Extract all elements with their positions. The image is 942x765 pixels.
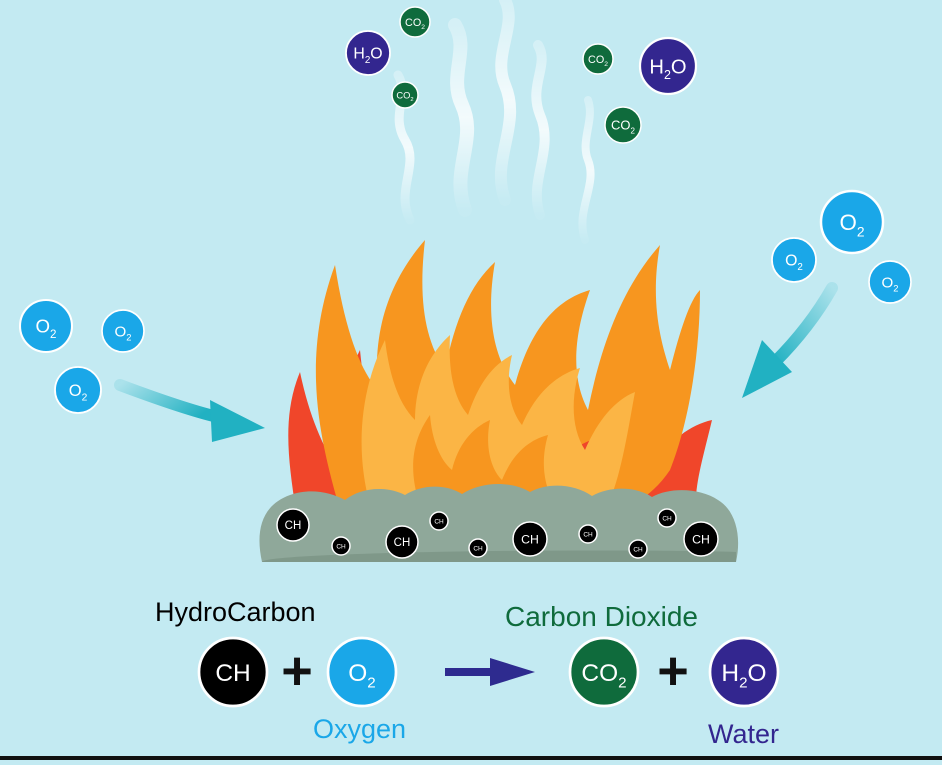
svg-text:CH: CH <box>662 515 672 522</box>
svg-text:H2O: H2O <box>721 660 766 692</box>
svg-text:O2: O2 <box>348 660 375 692</box>
ch-particle-8: CH <box>628 539 648 559</box>
svg-text:H2O: H2O <box>353 46 382 66</box>
svg-text:+: + <box>281 641 313 701</box>
o2-molecule-left-1: O2 <box>18 298 74 354</box>
svg-text:CH: CH <box>692 532 710 546</box>
co2-molecule-top-3: CO2 <box>582 43 614 75</box>
svg-text:CH: CH <box>434 518 444 525</box>
svg-text:O2: O2 <box>69 381 88 404</box>
o2-molecule-right-3: O2 <box>868 260 912 304</box>
svg-text:CH: CH <box>394 537 411 549</box>
ch-particle-2: CH <box>331 536 351 556</box>
smoke-wisps <box>393 0 595 244</box>
svg-text:O2: O2 <box>35 316 56 341</box>
bottom-border <box>0 756 942 760</box>
svg-text:CH: CH <box>583 531 593 538</box>
svg-text:O2: O2 <box>882 274 899 293</box>
ch-particle-6: CH <box>512 521 548 557</box>
ch-particle-7: CH <box>578 524 598 544</box>
ch-particle-5: CH <box>468 538 488 558</box>
h2o-molecule-top-right: H2O <box>638 36 698 96</box>
equation-h2o-molecule: H2O <box>708 636 780 708</box>
svg-text:+: + <box>657 641 689 701</box>
o2-molecule-left-3: O2 <box>54 366 102 414</box>
equation-ch-molecule: CH <box>197 636 269 708</box>
ch-particle-9: CH <box>657 508 677 528</box>
svg-text:CH: CH <box>473 545 483 552</box>
o2-molecule-right-1: O2 <box>819 189 885 255</box>
ch-particle-4: CH <box>429 511 449 531</box>
oxygen-inflow-arrow-right <box>742 282 838 398</box>
ch-particle-1: CH <box>276 508 310 542</box>
svg-text:H2O: H2O <box>649 56 686 82</box>
o2-molecule-left-2: O2 <box>101 309 145 353</box>
svg-text:CH: CH <box>215 660 250 687</box>
equation-o2-molecule: O2 <box>326 636 398 708</box>
ch-particle-10: CH <box>683 521 719 557</box>
svg-text:CO2: CO2 <box>581 660 626 692</box>
equation-plus-1: + <box>281 641 313 701</box>
equation-arrow <box>445 658 535 686</box>
fire-flames <box>288 240 712 525</box>
o2-molecule-right-2: O2 <box>771 237 817 283</box>
h2o-molecule-top-left: H2O <box>345 30 391 76</box>
ch-particle-3: CH <box>385 525 419 559</box>
water-label: Water <box>708 719 780 749</box>
svg-text:CH: CH <box>336 543 346 550</box>
co2-molecule-top-2: CO2 <box>391 81 419 109</box>
svg-text:O2: O2 <box>785 253 803 273</box>
svg-text:CO2: CO2 <box>611 118 635 136</box>
coal-bed <box>259 483 739 562</box>
oxygen-inflow-arrow-left <box>114 379 265 442</box>
carbon-dioxide-label: Carbon Dioxide <box>505 601 698 632</box>
hydrocarbon-label: HydroCarbon <box>155 597 316 627</box>
svg-text:CH: CH <box>633 546 643 553</box>
svg-text:CO2: CO2 <box>396 90 413 103</box>
svg-text:CO2: CO2 <box>588 54 608 68</box>
co2-molecule-top-1: CO2 <box>399 6 431 38</box>
svg-text:O2: O2 <box>115 323 132 342</box>
oxygen-label: Oxygen <box>313 714 407 744</box>
equation-co2-molecule: CO2 <box>568 636 640 708</box>
equation-plus-2: + <box>657 641 689 701</box>
svg-text:CO2: CO2 <box>405 17 425 31</box>
co2-molecule-top-4: CO2 <box>604 106 642 144</box>
svg-text:O2: O2 <box>839 210 864 239</box>
svg-text:CH: CH <box>285 520 302 532</box>
svg-text:CH: CH <box>521 532 539 546</box>
